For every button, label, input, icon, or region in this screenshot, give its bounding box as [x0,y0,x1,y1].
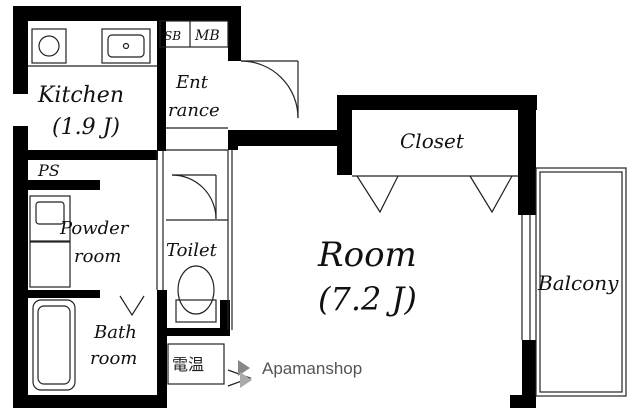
toilet-label: Toilet [166,240,218,261]
apamanshop-logo [238,360,252,388]
closet-label: Closet [400,129,465,153]
watermark-text: Apamanshop [262,359,362,378]
kitchen-label: Kitchen [37,83,124,108]
room-size: (7.2 J) [318,280,417,318]
ps-label: PS [37,161,60,180]
sb-label: SB [164,29,181,43]
bath-label-2: room [90,348,137,369]
mb-label: MB [194,28,220,44]
room-label: Room [317,235,417,275]
kitchen-size: (1.9 J) [52,115,120,140]
entrance-label-2: rance [168,100,220,121]
powder-label-1: Powder [59,218,130,239]
kitchen-sink-icon [101,28,151,64]
balcony-label: Balcony [537,271,619,295]
walls [13,6,537,408]
entrance-label-1: Ent [175,72,209,93]
water-heater-label: 電温 [172,355,204,374]
bath-label-1: Bath [93,322,137,343]
partitions [28,20,627,397]
powder-label-2: room [74,246,121,267]
kitchen-stove-icon [31,28,67,64]
